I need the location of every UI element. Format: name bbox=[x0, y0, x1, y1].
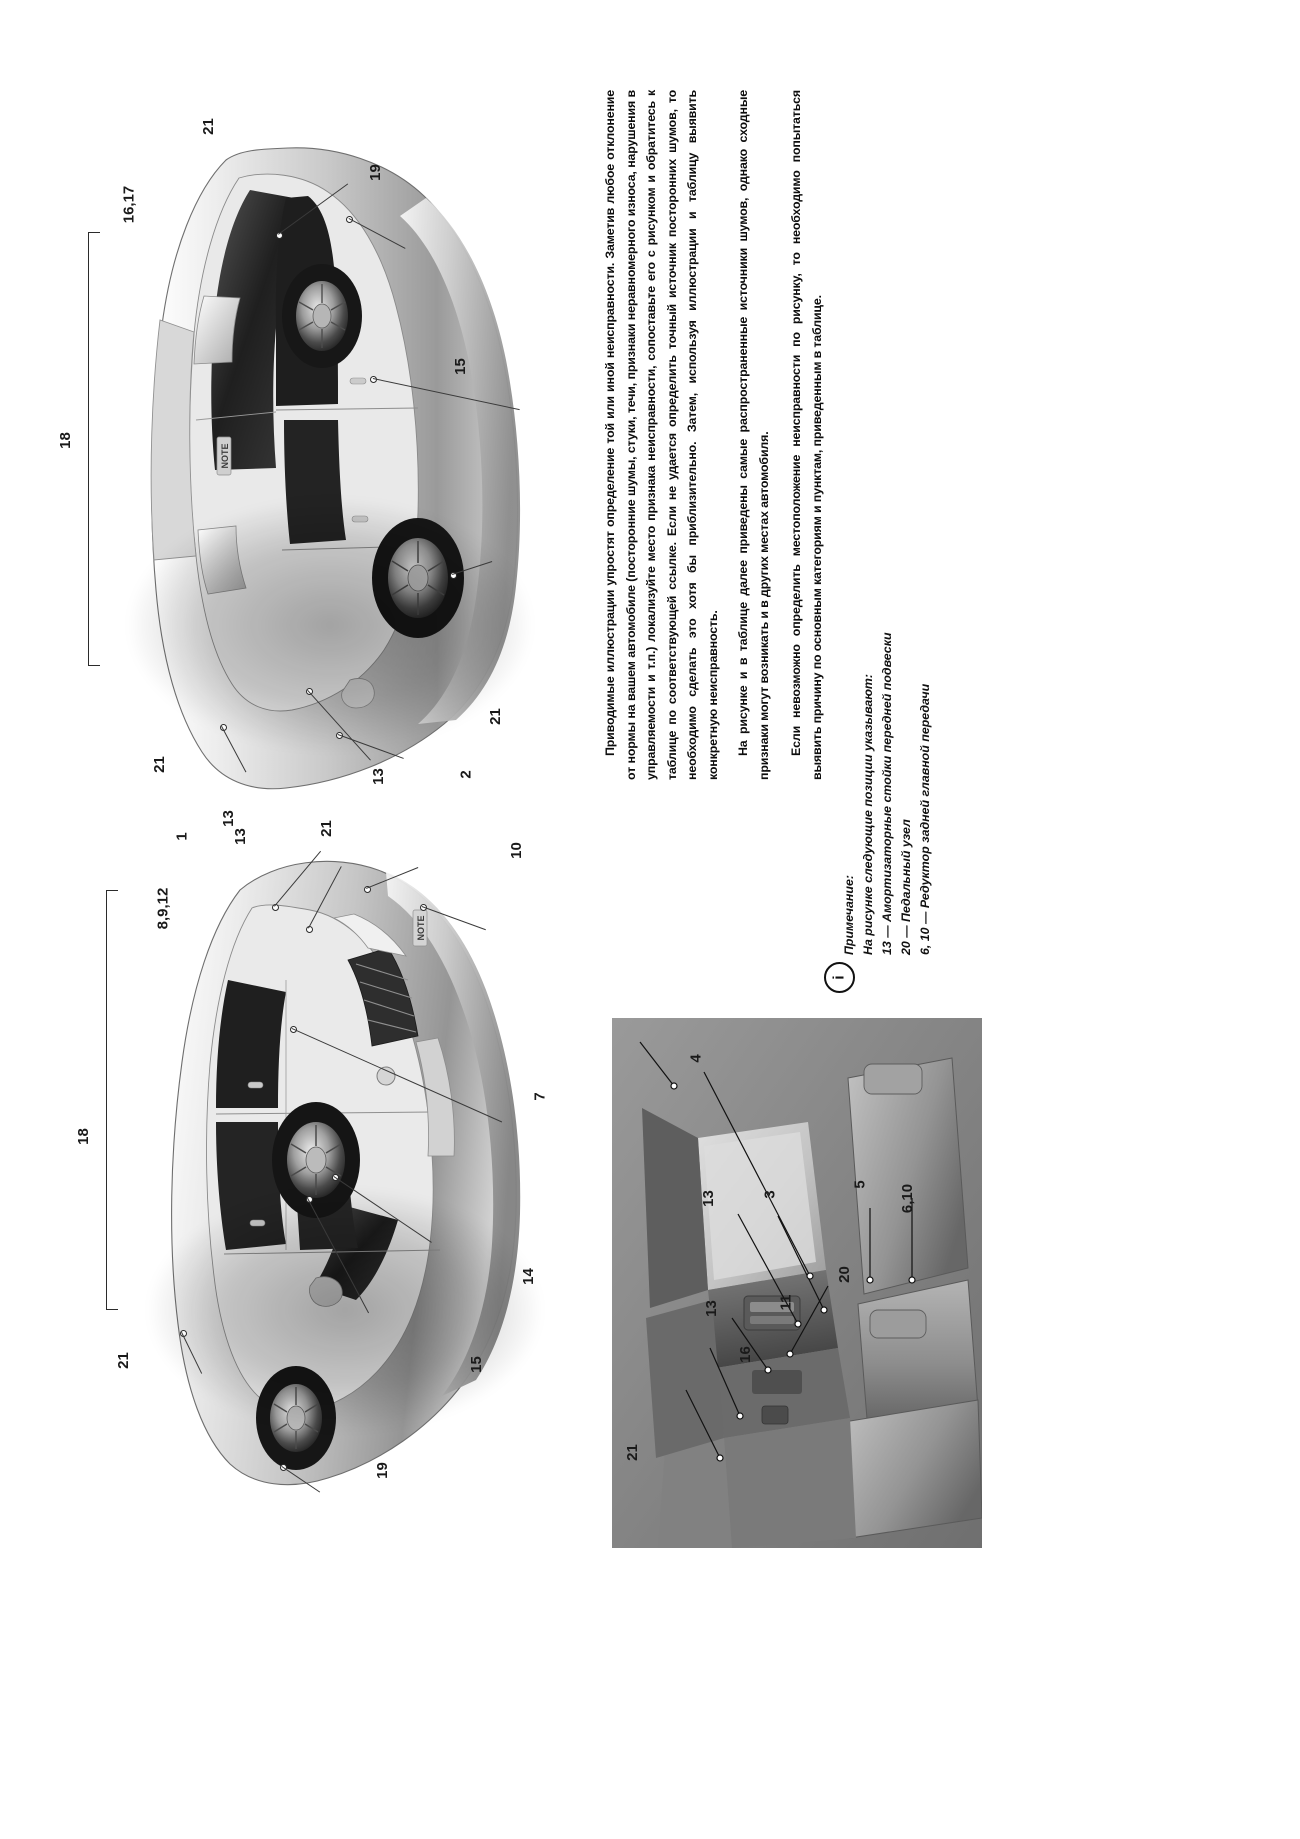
callout-18-b: 18 bbox=[74, 1128, 92, 1145]
body-paragraph-1: Приводимые иллюстрации упростят определе… bbox=[603, 90, 720, 780]
photo-callout-5: 5 bbox=[851, 1180, 869, 1189]
callout-19-b: 19 bbox=[373, 1462, 391, 1479]
photo-callout-21: 21 bbox=[623, 1444, 641, 1461]
callout-1: 1 bbox=[173, 832, 191, 841]
photo-callout-3: 3 bbox=[761, 1190, 779, 1199]
callout-21-a: 21 bbox=[199, 118, 217, 135]
note-block: Примечание: На рисунке следующие позиции… bbox=[840, 485, 935, 955]
svg-text:NOTE: NOTE bbox=[220, 443, 230, 468]
callout-13-b: 13 bbox=[219, 810, 237, 827]
callout-7: 7 bbox=[531, 1092, 549, 1101]
note-item-13: 13 — Амортизаторные стойки передней подв… bbox=[880, 632, 894, 955]
note-lead: На рисунке следующие позиции указывают: bbox=[861, 673, 875, 955]
photo-callout-6-10: 6,10 bbox=[899, 1183, 917, 1214]
callout-21-b: 21 bbox=[486, 708, 504, 725]
callout-8-9-12: 8,9,12 bbox=[154, 887, 172, 930]
dimension-bracket-18-bottom bbox=[106, 890, 118, 1310]
note-icon-glyph: i bbox=[830, 975, 848, 980]
photo-callout-4: 4 bbox=[687, 1054, 705, 1063]
car-front-quarter-art: NOTE bbox=[171, 860, 521, 1486]
callout-15-b: 15 bbox=[467, 1356, 485, 1373]
photo-callout-13-b: 13 bbox=[702, 1300, 720, 1317]
figure-car-rear-quarter: NOTE bbox=[100, 120, 560, 800]
note-item-20: 20 — Педальный узел bbox=[899, 819, 913, 955]
callout-13-c: 13 bbox=[231, 828, 249, 845]
car-rear-quarter-art: NOTE bbox=[150, 147, 521, 790]
photo-callout-11: 11 bbox=[777, 1294, 795, 1311]
body-paragraph-2: На рисунке и в таблице далее приведены с… bbox=[736, 90, 771, 780]
body-paragraph-3: Если невозможно определить местоположени… bbox=[789, 90, 824, 780]
note-info-icon: i bbox=[824, 962, 855, 993]
callout-15-a: 15 bbox=[451, 358, 469, 375]
figure-car-front-quarter: NOTE bbox=[120, 830, 560, 1493]
svg-text:NOTE: NOTE bbox=[416, 915, 426, 940]
callout-21-e: 21 bbox=[114, 1352, 132, 1369]
callout-21-c: 21 bbox=[150, 756, 168, 773]
photo-callout-13-a: 13 bbox=[699, 1190, 717, 1207]
callout-21-d: 21 bbox=[317, 820, 335, 837]
photo-callout-20: 20 bbox=[835, 1266, 853, 1283]
callout-13-a: 13 bbox=[369, 768, 387, 785]
callout-18-a: 18 bbox=[56, 432, 74, 449]
callout-16-17: 16,17 bbox=[120, 185, 138, 224]
photo-callout-16: 16 bbox=[736, 1346, 754, 1363]
note-item-6-10: 6, 10 — Редуктор задней главной передачи bbox=[918, 683, 932, 955]
figure-interior-photo bbox=[612, 1018, 982, 1548]
callout-19-a: 19 bbox=[366, 164, 384, 181]
callout-10: 10 bbox=[507, 842, 525, 859]
dimension-bracket-18-top bbox=[88, 232, 100, 666]
callout-14: 14 bbox=[519, 1268, 537, 1285]
note-title: Примечание: bbox=[842, 875, 856, 955]
interior-photo-art bbox=[612, 1018, 982, 1548]
callout-2: 2 bbox=[457, 770, 475, 779]
